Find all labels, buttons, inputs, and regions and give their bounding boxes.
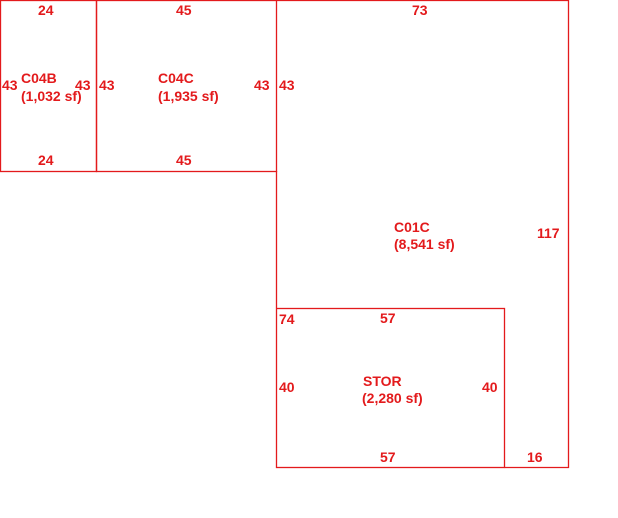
stor-label-area: (2,280 sf) xyxy=(362,390,423,406)
c01c-dim-top: 73 xyxy=(412,2,428,18)
c01c-dim-left-upper: 43 xyxy=(279,77,295,93)
c04b-dim-right: 43 xyxy=(75,77,91,93)
c04b-dim-left: 43 xyxy=(2,77,18,93)
stor-label-name: STOR xyxy=(363,373,402,389)
stor-dim-bottom: 57 xyxy=(380,449,396,465)
room-stor-outline[interactable] xyxy=(275,307,506,469)
c04c-dim-left: 43 xyxy=(99,77,115,93)
stor-dim-top: 57 xyxy=(380,310,396,326)
c04c-dim-top: 45 xyxy=(176,2,192,18)
stor-dim-left: 40 xyxy=(279,379,295,395)
room-c04c-outline[interactable] xyxy=(95,0,278,173)
c04b-dim-bottom: 24 xyxy=(38,152,54,168)
c04c-dim-right: 43 xyxy=(254,77,270,93)
c04b-dim-top: 24 xyxy=(38,2,54,18)
c01c-label-name: C01C xyxy=(394,219,430,235)
c04b-label-area: (1,032 sf) xyxy=(21,88,82,104)
c01c-dim-left-lower: 74 xyxy=(279,311,295,327)
c04b-label-name: C04B xyxy=(21,70,57,86)
c04c-dim-bottom: 45 xyxy=(176,152,192,168)
c04c-label-name: C04C xyxy=(158,70,194,86)
room-c01c-outline[interactable] xyxy=(276,0,570,469)
c04c-label-area: (1,935 sf) xyxy=(158,88,219,104)
stor-dim-right: 40 xyxy=(482,379,498,395)
c01c-dim-right: 117 xyxy=(537,225,560,241)
c01c-dim-bottom-right: 16 xyxy=(527,449,543,465)
c01c-label-area: (8,541 sf) xyxy=(394,236,455,252)
